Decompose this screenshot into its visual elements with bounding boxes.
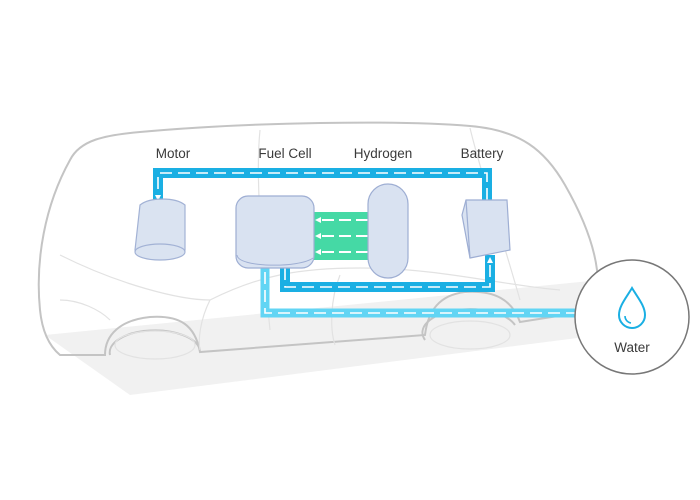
car-shadow [45,280,640,395]
battery-label: Battery [461,146,504,161]
power-flow-to-motor [153,168,492,205]
water-callout: Water [574,259,690,375]
fuel-cell [235,195,315,269]
hydrogen-label: Hydrogen [354,146,413,161]
water-drop-icon [617,286,647,329]
motor-label: Motor [156,146,191,161]
water-flow [260,268,603,318]
motor [134,198,186,261]
fuel-cell-label: Fuel Cell [258,146,311,161]
battery [461,199,511,259]
hydrogen-flow [310,212,372,260]
water-label: Water [614,340,650,355]
power-flow-to-battery [280,255,495,292]
hydrogen-tank [367,183,409,279]
